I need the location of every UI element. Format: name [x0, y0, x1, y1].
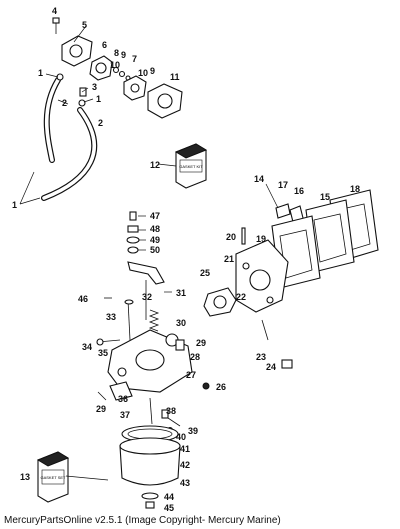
callout-10: 10	[110, 60, 120, 70]
callout-26: 26	[216, 382, 226, 392]
callout-47: 47	[150, 211, 160, 221]
callout-10b: 10	[138, 68, 148, 78]
callout-32: 32	[142, 292, 152, 302]
callout-33: 33	[106, 312, 116, 322]
callout-50: 50	[150, 245, 160, 255]
fuel-hoses	[41, 73, 98, 201]
callout-18: 18	[350, 184, 360, 194]
callout-7: 7	[132, 54, 137, 64]
copyright-footer: MercuryPartsOnline v2.5.1 (Image Copyrig…	[4, 515, 281, 526]
callout-40: 40	[176, 432, 186, 442]
callout-9b: 9	[150, 66, 155, 76]
callout-11: 11	[170, 72, 180, 82]
callout-41: 41	[180, 444, 190, 454]
callout-9: 9	[121, 50, 126, 60]
callout-6: 6	[102, 40, 107, 50]
callout-16: 16	[294, 186, 304, 196]
callout-1c: 1	[12, 200, 17, 210]
callout-37: 37	[120, 410, 130, 420]
callout-17: 17	[278, 180, 288, 190]
callout-3: 3	[92, 82, 97, 92]
callout-46: 46	[78, 294, 88, 304]
callout-29b: 29	[96, 404, 106, 414]
callout-30: 30	[176, 318, 186, 328]
callout-34: 34	[82, 342, 92, 352]
callout-27: 27	[186, 370, 196, 380]
callout-48: 48	[150, 224, 160, 234]
callout-43: 43	[180, 478, 190, 488]
callout-49: 49	[150, 235, 160, 245]
callout-31: 31	[176, 288, 186, 298]
callout-39: 39	[188, 426, 198, 436]
callout-44: 44	[164, 492, 174, 502]
callout-15: 15	[320, 192, 330, 202]
callout-20: 20	[226, 232, 236, 242]
callout-23: 23	[256, 352, 266, 362]
callout-13: 13	[20, 472, 30, 482]
callout-14: 14	[254, 174, 264, 184]
callout-28: 28	[190, 352, 200, 362]
callout-35: 35	[98, 348, 108, 358]
callout-29a: 29	[196, 338, 206, 348]
callout-42: 42	[180, 460, 190, 470]
callout-2a: 2	[62, 98, 67, 108]
callout-25: 25	[200, 268, 210, 278]
callout-4: 4	[52, 6, 57, 16]
callout-36: 36	[118, 394, 128, 404]
callout-22: 22	[236, 292, 246, 302]
callout-2b: 2	[98, 118, 103, 128]
callout-19: 19	[256, 234, 266, 244]
callout-5: 5	[82, 20, 87, 30]
gasket-kit-box-13	[36, 451, 70, 503]
box-13-text: GASKET SET	[40, 475, 66, 480]
callout-1a: 1	[38, 68, 43, 78]
callout-12: 12	[150, 160, 160, 170]
callout-45: 45	[164, 503, 174, 512]
callout-21: 21	[224, 254, 234, 264]
callout-1b: 1	[96, 94, 101, 104]
parts-diagram: 4 5 6 8 9 10 7 10 9 11 1 3 1 2 2 12 1 14…	[12, 6, 379, 512]
carburetor	[96, 211, 210, 509]
callout-8: 8	[114, 48, 119, 58]
callout-labels: 4 5 6 8 9 10 7 10 9 11 1 3 1 2 2 12 1 14…	[12, 6, 360, 512]
gasket-kit-box-12	[174, 143, 208, 189]
box-12-text: GASKET KIT	[179, 164, 203, 169]
reed-plates	[203, 189, 379, 369]
leader-lines	[19, 25, 279, 481]
callout-38: 38	[166, 406, 176, 416]
callout-24: 24	[266, 362, 276, 372]
fuel-pump-assembly	[52, 17, 183, 119]
